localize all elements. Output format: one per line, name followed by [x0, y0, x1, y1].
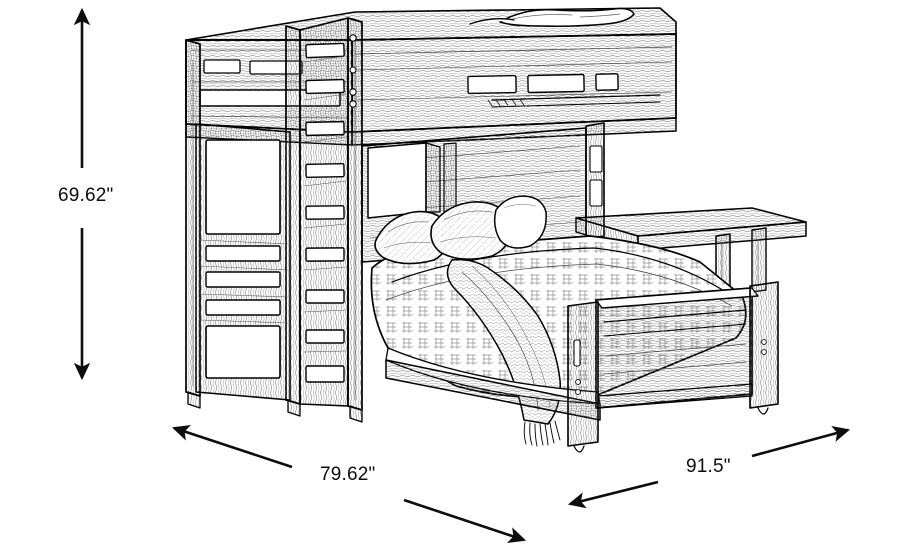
left-end-panel — [195, 123, 291, 401]
footboard — [567, 281, 779, 453]
depth-arrow-right — [751, 426, 851, 458]
ladder-rungs — [305, 42, 345, 383]
bunk-bed-illustration — [185, 7, 807, 453]
dimension-arrows — [73, 7, 851, 543]
feet — [187, 391, 363, 423]
height-dimension-label: 69.62" — [58, 185, 114, 206]
ladder — [299, 17, 349, 407]
width-arrow-left — [171, 424, 293, 469]
depth-dimension-label: 91.5" — [686, 456, 731, 477]
width-dimension-label: 79.62" — [320, 464, 376, 485]
depth-arrow-left — [567, 480, 659, 509]
width-arrow-right — [403, 498, 527, 543]
